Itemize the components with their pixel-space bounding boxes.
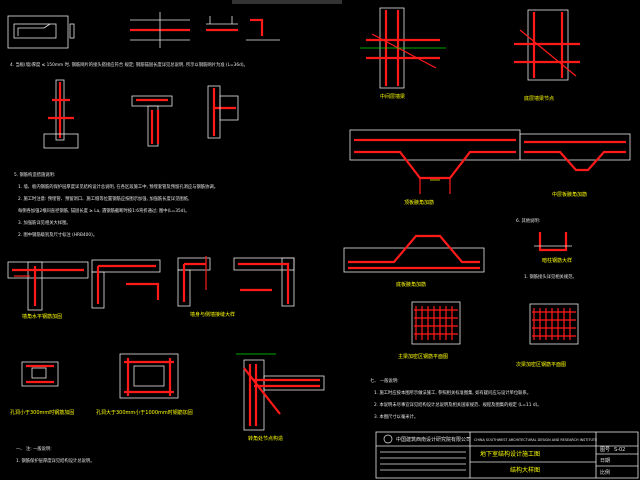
svg-text:1. 钢筋保护层厚度详见结构设计总说明。: 1. 钢筋保护层厚度详见结构设计总说明。 xyxy=(16,457,95,464)
label-corner-bar: 暗柱钢筋大样 xyxy=(542,257,572,264)
svg-text:七、 一般说明:: 七、 一般说明: xyxy=(370,377,399,384)
label-bottom-haunch: 底板腋角加筋 xyxy=(396,281,426,288)
detail-t-mid xyxy=(131,95,173,147)
notes-corner: 6. 其他说明: 1. 钢筋接头详见相关规范。 xyxy=(516,217,577,280)
label-wall-corner: 墙角水平钢筋加固 xyxy=(22,313,62,320)
note-4: 4. 当板(墙)厚度 ≤ 150mm 时, 钢筋网片的接头搭接应符合 规定; 钢… xyxy=(10,61,248,68)
detail-mid-support xyxy=(519,133,631,172)
detail-wall-beam-b xyxy=(514,9,580,81)
detail-mesh-a xyxy=(411,301,461,345)
tb-date-label: 日期 xyxy=(600,458,610,464)
svg-text:一、 注: 一般说明:: 一、 注: 一般说明: xyxy=(16,445,52,452)
label-mesh-b: 次梁加密区钢筋平面图 xyxy=(516,361,566,368)
svg-text:2. 本说明未尽事宜详见结构设计总说明及相关国家规范、规程及: 2. 本说明未尽事宜详见结构设计总说明及相关国家规范、规程及图集的规定 (L=1… xyxy=(374,401,542,408)
label-upper-beam: 中间层墙梁 xyxy=(380,93,405,100)
detail-t-left xyxy=(43,79,79,149)
label-mesh-a: 主梁加密区钢筋平面图 xyxy=(398,353,448,360)
label-opening-large: 孔洞大于300mm小于1000mm时钢筋加固 xyxy=(96,409,193,416)
svg-text:1. 墙、板内钢筋的保护层厚度详见结构设计总说明, 在各区段: 1. 墙、板内钢筋的保护层厚度详见结构设计总说明, 在各区段施工中, 预埋套管及… xyxy=(18,183,218,190)
title-block: 中国建筑西南设计研究院有限公司 CHINA SOUTHWEST ARCHITEC… xyxy=(375,431,639,479)
detail-beam-strip xyxy=(130,12,190,48)
svg-text:3. 加强筋详见相关大样图。: 3. 加强筋详见相关大样图。 xyxy=(18,219,71,226)
detail-small-box xyxy=(7,15,75,49)
detail-wall-corner-b xyxy=(91,259,161,309)
detail-hook xyxy=(246,18,280,41)
detail-opening-small xyxy=(21,361,59,387)
svg-text:1. 钢筋接头详见相关规范。: 1. 钢筋接头详见相关规范。 xyxy=(524,273,577,280)
svg-text:4. 当板(墙)厚度 ≤ 150mm 时, 钢筋网片的接头搭: 4. 当板(墙)厚度 ≤ 150mm 时, 钢筋网片的接头搭接应符合 规定; 钢… xyxy=(10,61,248,68)
detail-stirrup xyxy=(206,16,238,32)
label-opening-small: 孔洞小于300mm时钢筋加固 xyxy=(10,409,74,416)
label-corner-detail: 转角处节点构造 xyxy=(248,435,283,442)
detail-opening-large xyxy=(119,353,179,399)
label-wall-l: 墙身与侧墙接缝大样 xyxy=(190,311,235,318)
svg-text:2. 施工时注意: 预埋管、预留洞口、施工缝等位置钢筋应按图: 2. 施工时注意: 预埋管、预留洞口、施工缝等位置钢筋应按图示加强, 加强筋长度… xyxy=(18,195,189,202)
detail-bottom-haunch xyxy=(343,234,485,273)
detail-wall-corner-a xyxy=(7,261,89,311)
svg-text:5. 钢筋构造措施说明:: 5. 钢筋构造措施说明: xyxy=(14,171,55,178)
notes-bottom-left: 一、 注: 一般说明: 1. 钢筋保护层厚度详见结构设计总说明。 xyxy=(16,445,95,464)
svg-text:3. 本图尺寸以毫米计。: 3. 本图尺寸以毫米计。 xyxy=(374,413,418,420)
svg-text:2. 图中钢筋级别及尺寸标注 (HRB400)。: 2. 图中钢筋级别及尺寸标注 (HRB400)。 xyxy=(18,231,97,238)
detail-wall-beam-a xyxy=(360,7,446,89)
notes-5: 5. 钢筋构造措施说明: 1. 墙、板内钢筋的保护层厚度详见结构设计总说明, 在… xyxy=(14,171,218,238)
tb-project: 地下室结构设计施工图 xyxy=(480,450,540,458)
svg-text:6. 其他说明:: 6. 其他说明: xyxy=(516,217,540,224)
tb-no: S-02 xyxy=(614,447,625,453)
detail-t-right xyxy=(207,85,239,139)
detail-corner-bar xyxy=(534,232,572,252)
svg-text:1. 施工时应按本图所示做法施工, 参照相关标准图集, 如有: 1. 施工时应按本图所示做法施工, 参照相关标准图集, 如有疑问应与设计单位联系… xyxy=(374,389,531,396)
label-haunch: 顶板腋角加筋 xyxy=(404,199,434,206)
tb-scale-label: 比例 xyxy=(600,469,610,476)
detail-corner-node xyxy=(236,353,325,431)
detail-wall-corner-c xyxy=(177,256,211,307)
tb-drawing: 结构大样图 xyxy=(510,466,540,474)
tb-company: 中国建筑西南设计研究院有限公司 xyxy=(396,436,471,443)
tb-company-sub: CHINA SOUTHWEST ARCHITECTURAL DESIGN AND… xyxy=(474,438,597,442)
top-strip xyxy=(232,0,342,4)
notes-general: 七、 一般说明: 1. 施工时应按本图所示做法施工, 参照相关标准图集, 如有疑… xyxy=(370,377,542,420)
detail-wall-corner-d xyxy=(233,257,295,307)
label-top-beam: 底层墙梁节点 xyxy=(524,95,554,102)
tb-no-label: 图号 xyxy=(600,447,610,453)
svg-text:每侧各加强2根同直径钢筋, 锚固长度 ≥ La, 遇钢筋截断: 每侧各加强2根同直径钢筋, 锚固长度 ≥ La, 遇钢筋截断时按1:6弯折通过;… xyxy=(18,207,189,214)
label-mid-support: 中层板腋角加筋 xyxy=(552,191,587,198)
detail-mesh-b xyxy=(529,303,579,345)
